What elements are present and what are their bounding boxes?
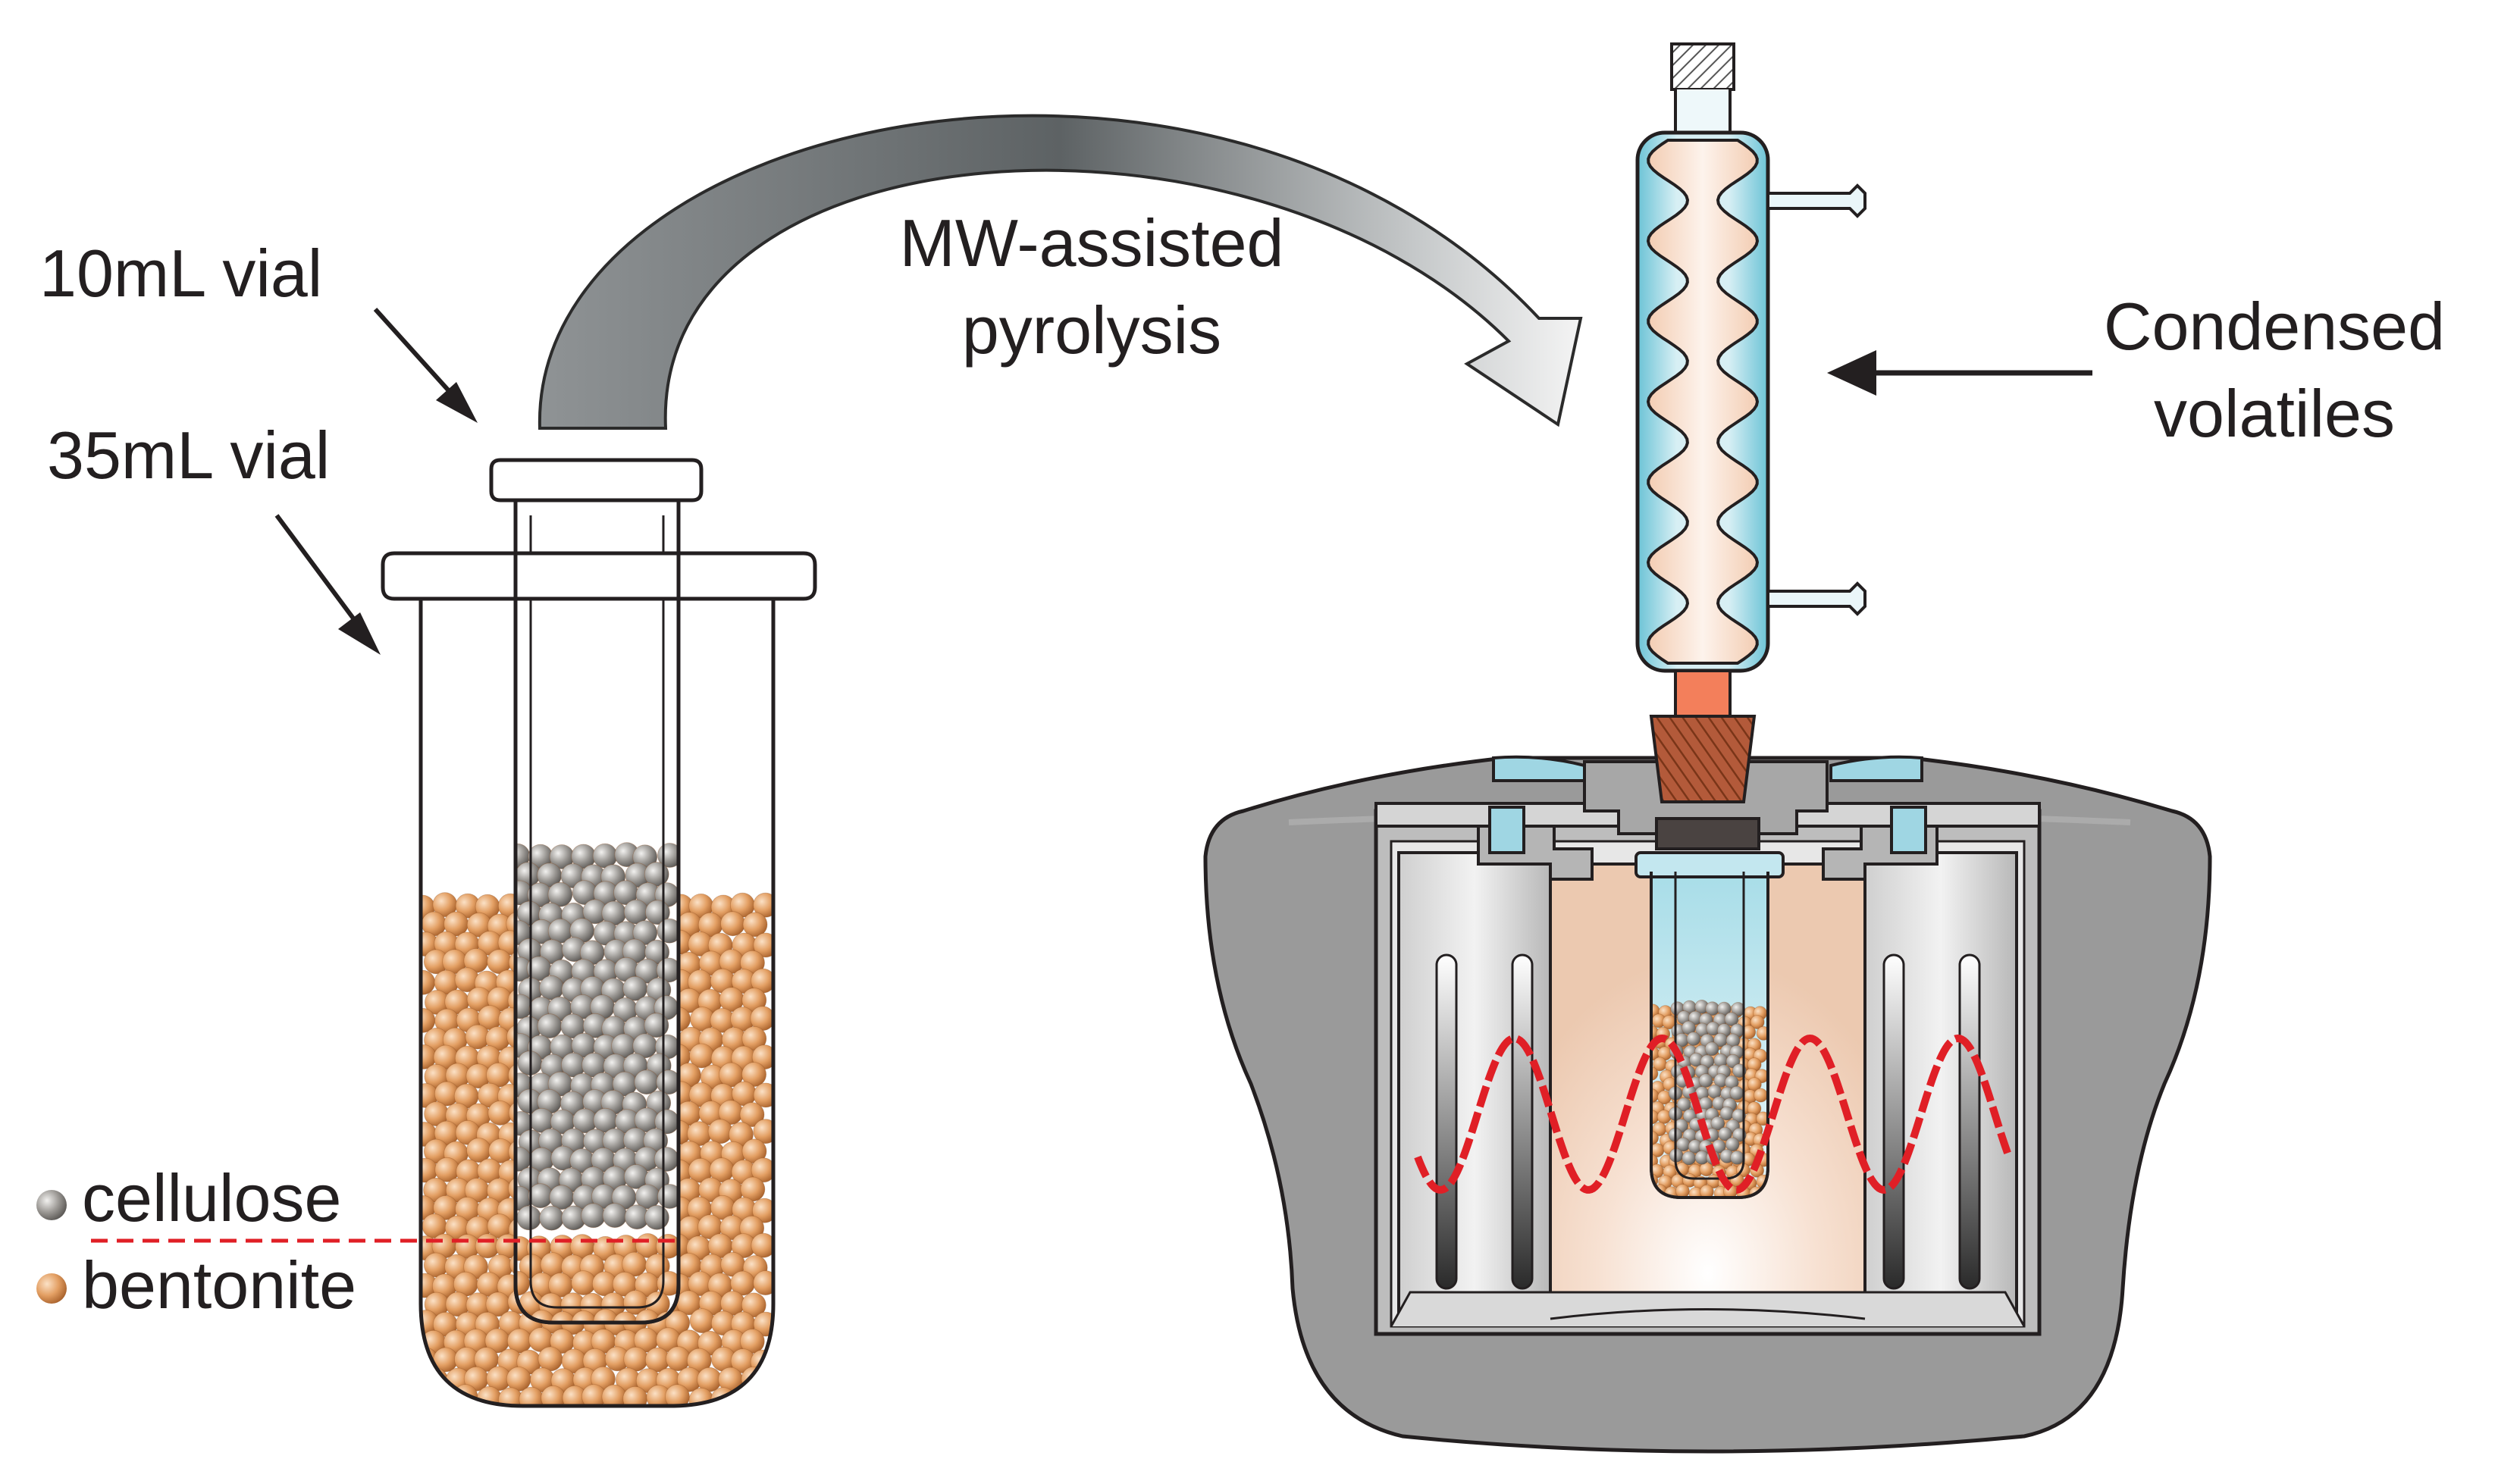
legend-bentonite-label: bentonite	[82, 1248, 357, 1323]
vial-assembly	[36, 307, 817, 1408]
label-process-line2: pyrolysis	[961, 293, 1222, 368]
condenser	[1635, 42, 1866, 803]
pointer-arrow-condensed	[1827, 350, 2092, 396]
outer-vial-body	[418, 599, 776, 1408]
microwave-reactor	[1203, 755, 2212, 1454]
legend-cellulose-label: cellulose	[82, 1160, 342, 1235]
ground-joint	[1649, 715, 1757, 803]
cellulose-legend-dot	[36, 1190, 67, 1220]
label-condensed-line1: Condensed	[2103, 289, 2446, 364]
label-process-line1: MW-assisted	[899, 205, 1284, 280]
outer-vial-rim	[381, 551, 817, 601]
adapter	[1674, 669, 1732, 718]
pointer-arrow-35ml	[274, 514, 381, 655]
inner-vial-rim	[489, 458, 704, 502]
microwave-wave	[1414, 1034, 2013, 1194]
label-condensed-line2: volatiles	[2154, 376, 2395, 451]
bentonite-legend-dot	[36, 1273, 67, 1304]
label-10ml-vial: 10mL vial	[39, 236, 323, 311]
condenser-coil	[1646, 139, 1760, 665]
process-arrow	[538, 114, 1583, 430]
pointer-arrow-10ml	[373, 307, 478, 423]
label-35ml-vial: 35mL vial	[47, 418, 331, 493]
